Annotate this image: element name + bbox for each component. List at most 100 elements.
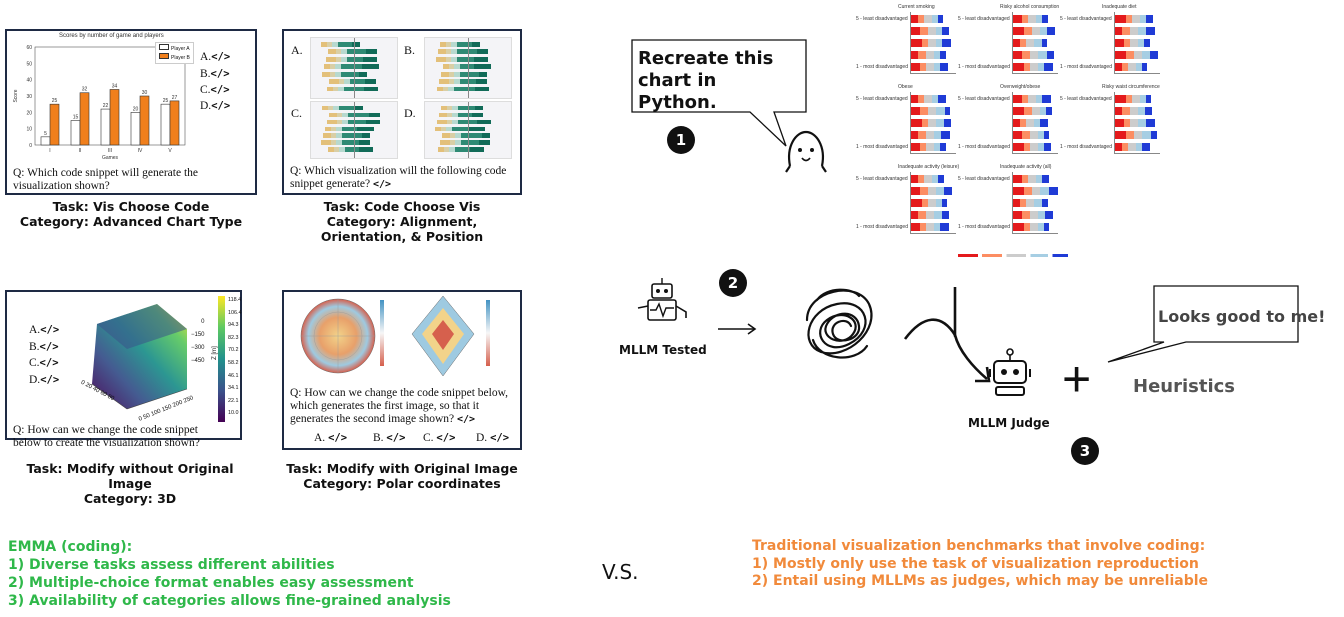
mini-bar [468, 126, 485, 132]
stacked-segment [945, 107, 950, 115]
mini-bar [451, 49, 457, 55]
mini-bar [436, 56, 446, 62]
stacked-segment [934, 211, 942, 219]
stacked-segment [1024, 187, 1032, 195]
stacked-segment [1042, 95, 1051, 103]
stacked-segment [1047, 51, 1054, 59]
option-a[interactable]: A. </> [314, 432, 348, 444]
mini-bar [455, 133, 461, 138]
stacked-segment [1042, 15, 1048, 23]
mini-bar [449, 71, 454, 77]
small-chart-axes [1012, 172, 1058, 234]
subchart-a[interactable] [310, 37, 398, 99]
small-chart-axes [910, 12, 956, 74]
option-b[interactable]: B.</> [200, 68, 230, 80]
stacked-segment [1140, 95, 1146, 103]
stacked-segment [911, 119, 922, 127]
option-d[interactable]: D. </> [476, 432, 510, 444]
mini-bar [472, 112, 483, 118]
arrow-right-icon [718, 323, 757, 335]
stacked-segment [1136, 63, 1142, 71]
stacked-segment [1146, 119, 1155, 127]
stacked-segment [924, 95, 932, 103]
stacked-segment [1038, 63, 1044, 71]
mini-bar [336, 56, 341, 62]
stacked-segment [1036, 175, 1042, 183]
mini-bar [458, 119, 477, 125]
option-c[interactable]: C.</> [200, 84, 230, 96]
mini-bar [333, 106, 339, 111]
mini-bar [365, 79, 376, 84]
row-label: 5 - least disadvantaged [856, 176, 908, 182]
option-b[interactable]: B.</> [29, 341, 59, 353]
stacked-segment [1013, 143, 1024, 151]
small-chart-title: Obese [898, 84, 913, 90]
stacked-segment [1150, 51, 1158, 59]
stacked-segment [1024, 223, 1030, 231]
stacked-segment [1115, 15, 1126, 23]
mini-bar [452, 112, 458, 118]
data-label-player-b: 25 [52, 98, 58, 104]
stacked-segment [1146, 15, 1153, 23]
mini-bar [454, 71, 460, 77]
mini-bar [439, 79, 449, 84]
stacked-segment [911, 199, 922, 207]
y-tick-label: 60 [26, 45, 32, 51]
stacked-segment [924, 175, 932, 183]
stacked-segment [1122, 107, 1130, 115]
user-face-icon [785, 130, 827, 173]
subchart-c[interactable] [310, 101, 398, 159]
step-1-badge: 1 [667, 126, 695, 154]
stacked-segment [1013, 199, 1020, 207]
stacked-segment [1146, 95, 1151, 103]
data-label-player-a: 15 [73, 115, 79, 121]
stacked-segment [1034, 199, 1042, 207]
subchart-d[interactable] [424, 101, 512, 159]
panel3-caption: Task: Modify without Original Image Cate… [26, 461, 234, 506]
stacked-segment [1126, 95, 1132, 103]
option-d[interactable]: D.</> [200, 100, 231, 112]
emma-point-3: 3) Availability of categories allows fin… [8, 593, 451, 609]
stacked-segment [944, 119, 951, 127]
request-text: Recreate this chart in Python. [638, 48, 774, 113]
stacked-segment [926, 143, 934, 151]
option-c[interactable]: C. </> [423, 432, 456, 444]
bar-player-a [70, 120, 81, 146]
stacked-segment [1115, 143, 1122, 151]
stacked-segment [918, 15, 924, 23]
stacked-segment [942, 39, 951, 47]
stacked-segment [1038, 143, 1044, 151]
option-c[interactable]: C.</> [29, 357, 59, 369]
stacked-segment [1022, 51, 1030, 59]
mini-bar [455, 140, 461, 145]
stacked-segment [936, 107, 945, 115]
mini-bar [342, 126, 357, 132]
stacked-segment [934, 143, 940, 151]
stacked-segment [1030, 143, 1038, 151]
stacked-segment [944, 187, 952, 195]
option-a[interactable]: A.</> [29, 324, 60, 336]
stacked-segment [911, 223, 920, 231]
mini-bar [446, 56, 451, 62]
mini-bar [336, 49, 341, 55]
mini-bar [444, 147, 449, 152]
option-d[interactable]: D.</> [29, 374, 60, 386]
mini-bar [441, 106, 447, 111]
mini-bar [477, 49, 488, 55]
stacked-segment [1038, 223, 1044, 231]
option-a[interactable]: A.</> [200, 51, 231, 63]
stacked-segment [1115, 95, 1126, 103]
data-label-player-a: 22 [103, 103, 109, 109]
stacked-segment [1020, 39, 1026, 47]
mini-bar [323, 133, 331, 138]
panel4-caption: Task: Modify with Original Image Categor… [286, 461, 518, 491]
mini-bar [451, 42, 457, 47]
mini-bar [342, 133, 362, 138]
stacked-segment [1030, 63, 1038, 71]
subchart-b[interactable] [424, 37, 512, 99]
small-chart-axes [1114, 12, 1160, 74]
small-chart-title: Risky alcohol consumption [1000, 4, 1060, 10]
y-tick-label: 20 [26, 110, 32, 116]
option-b[interactable]: B. </> [373, 432, 406, 444]
